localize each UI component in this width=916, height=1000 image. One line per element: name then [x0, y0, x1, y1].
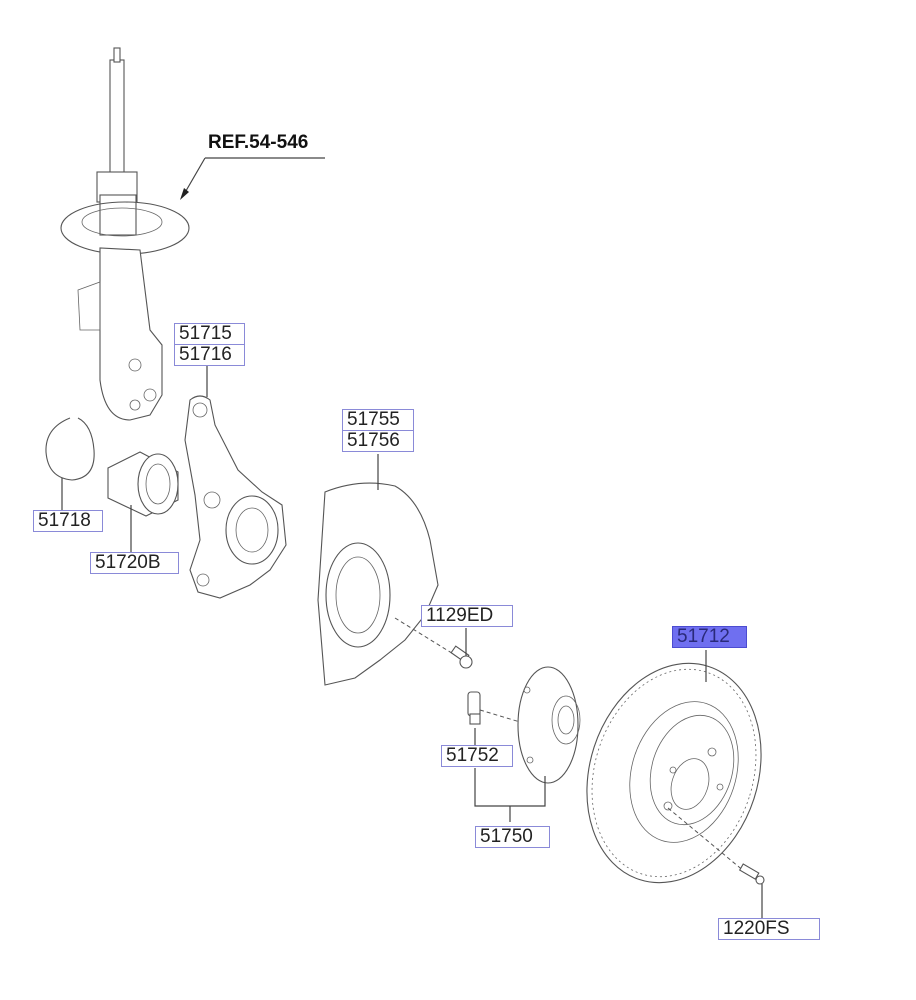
part-label-51716[interactable]: 51716 — [174, 344, 245, 366]
dust-cover[interactable] — [317, 482, 439, 686]
bolt[interactable] — [450, 645, 473, 669]
part-label-1220fs[interactable]: 1220FS — [718, 918, 820, 940]
hub-bolt[interactable] — [467, 691, 481, 725]
part-label-51718[interactable]: 51718 — [33, 510, 103, 532]
steering-knuckle[interactable] — [184, 395, 287, 599]
part-label-51715[interactable]: 51715 — [174, 323, 245, 345]
ref-arrow-icon — [180, 188, 189, 200]
strut-assembly[interactable] — [60, 47, 190, 421]
part-label-51720b[interactable]: 51720B — [90, 552, 179, 574]
part-label-51750[interactable]: 51750 — [475, 826, 550, 848]
ref-label[interactable]: REF.54-546 — [208, 132, 309, 153]
wheel-bearing[interactable] — [107, 451, 179, 517]
wheel-hub[interactable] — [517, 666, 581, 784]
part-label-51755[interactable]: 51755 — [342, 409, 414, 431]
part-label-51756[interactable]: 51756 — [342, 430, 414, 452]
part-label-51712[interactable]: 51712 — [672, 626, 747, 648]
part-label-1129ed[interactable]: 1129ED — [421, 605, 513, 627]
part-label-51752[interactable]: 51752 — [441, 745, 513, 767]
snap-ring[interactable] — [45, 417, 95, 481]
ref-leader-line — [182, 157, 325, 197]
disc-screw[interactable] — [738, 863, 765, 885]
brake-disc[interactable] — [560, 641, 789, 906]
